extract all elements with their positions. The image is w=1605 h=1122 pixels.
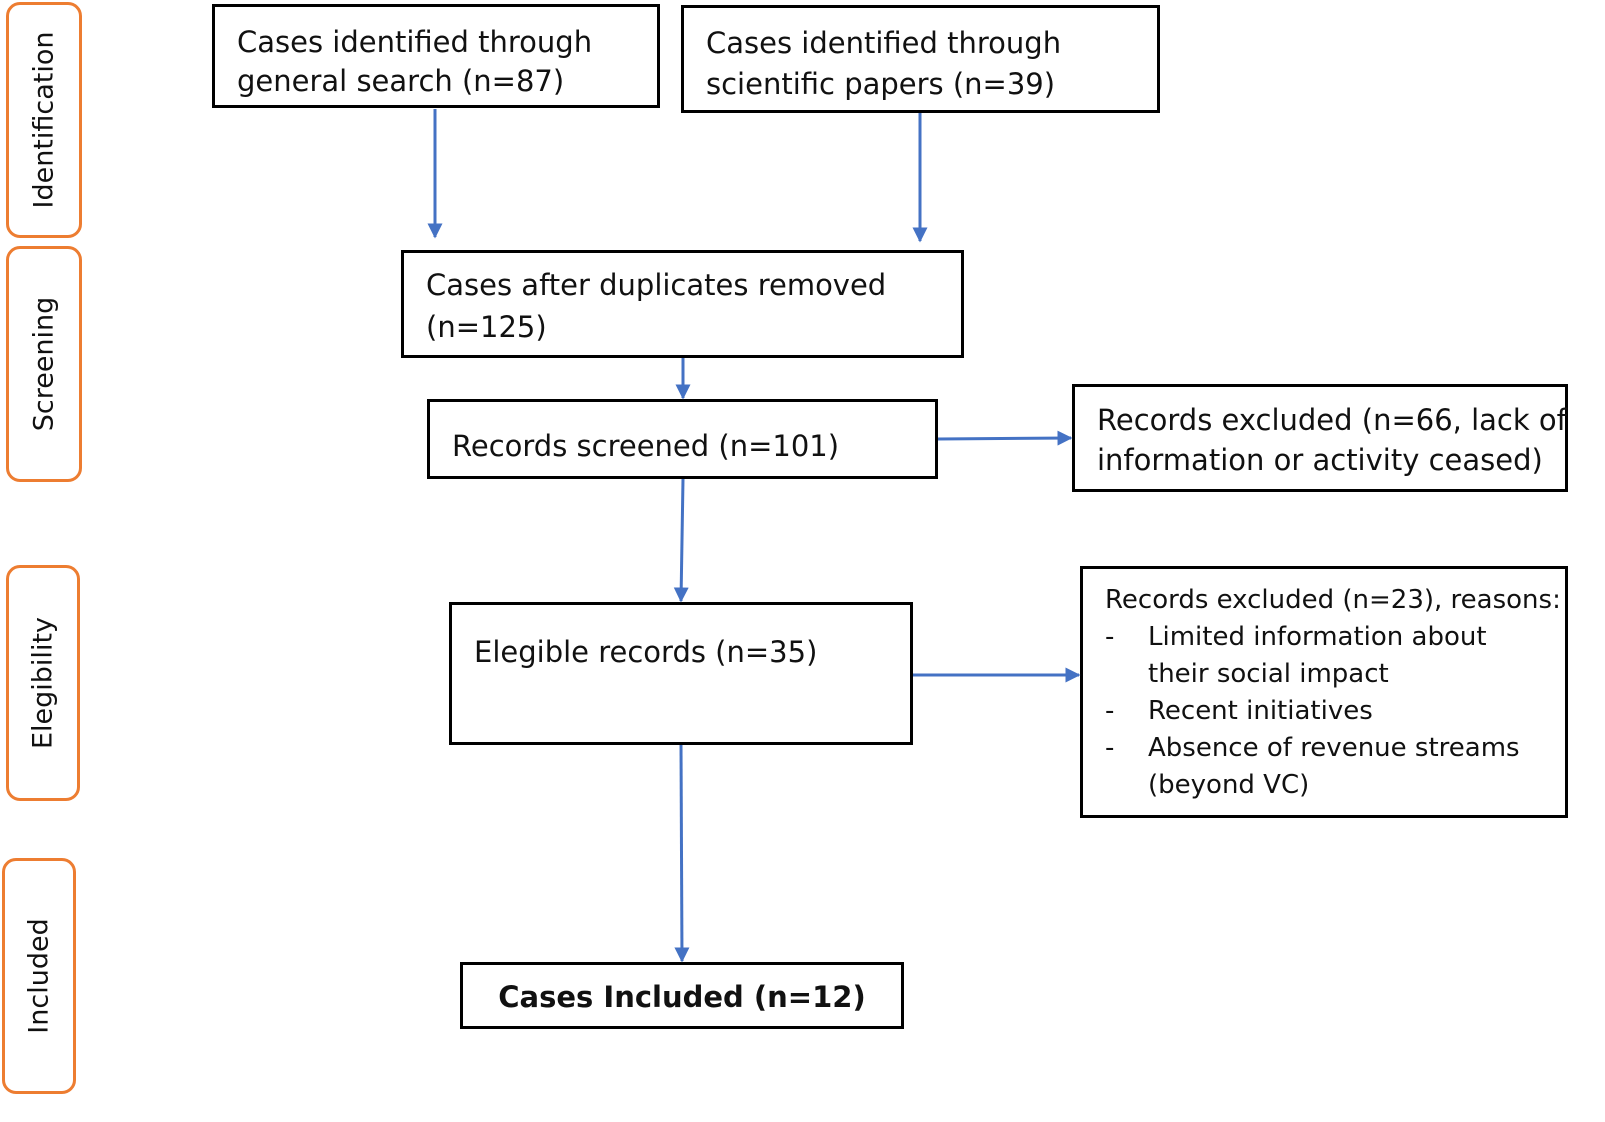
box-duplicates-removed-line-1: Cases after duplicates removed [426, 268, 887, 302]
phase-elegibility: Elegibility [6, 565, 80, 801]
phase-included: Included [2, 858, 76, 1094]
box-records-screened: Records screened (n=101) [427, 399, 938, 479]
box-general-search-line-1: Cases identified through [237, 25, 593, 59]
exclusion-reason-line: Recent initiatives [1148, 696, 1373, 726]
exclusion-reason: - Recent initiatives [1105, 693, 1520, 730]
exclusion-reasons-list: - Limited information about their social… [1105, 619, 1520, 804]
exclusion-reason-dash: - [1105, 696, 1115, 726]
exclusion-reason-line: Absence of revenue streams [1148, 733, 1520, 763]
box-cases-included: Cases Included (n=12) [460, 962, 904, 1029]
box-excluded-screening-line-1: Records excluded (n=66, lack of [1097, 403, 1567, 437]
box-duplicates-removed: Cases after duplicates removed (n=125) [401, 250, 964, 358]
phase-identification: Identification [6, 2, 82, 238]
box-scientific-papers: Cases identified through scientific pape… [681, 5, 1160, 113]
arrow-screened-to-elegible [673, 478, 689, 603]
phase-screening: Screening [6, 246, 82, 482]
box-scientific-papers-line-2: scientific papers (n=39) [706, 67, 1056, 101]
box-scientific-papers-line-1: Cases identified through [706, 26, 1062, 60]
exclusion-reason-line: their social impact [1148, 659, 1389, 689]
box-excluded-screening: Records excluded (n=66, lack of informat… [1072, 384, 1568, 492]
box-cases-included-label: Cases Included (n=12) [498, 980, 866, 1014]
box-excluded-eligibility: Records excluded (n=23), reasons: - Limi… [1080, 566, 1568, 818]
box-general-search: Cases identified through general search … [212, 4, 660, 108]
exclusion-reason: - Limited information about their social… [1105, 619, 1520, 693]
box-elegible-records: Elegible records (n=35) [449, 602, 913, 745]
arrow-elegible-to-included [674, 744, 690, 963]
exclusion-reason-dash: - [1105, 622, 1115, 652]
box-records-screened-label: Records screened (n=101) [452, 429, 840, 463]
box-duplicates-removed-line-2: (n=125) [426, 310, 547, 344]
exclusion-reason-line: (beyond VC) [1148, 770, 1310, 800]
box-excluded-eligibility-heading: Records excluded (n=23), reasons: [1105, 585, 1561, 615]
box-excluded-screening-line-2: information or activity ceased) [1097, 443, 1543, 477]
exclusion-reason: - Absence of revenue streams (beyond VC) [1105, 730, 1520, 804]
box-general-search-line-2: general search (n=87) [237, 64, 565, 98]
exclusion-reason-dash: - [1105, 733, 1115, 763]
exclusion-reason-line: Limited information about [1148, 622, 1487, 652]
box-elegible-records-label: Elegible records (n=35) [474, 635, 818, 669]
arrow-screened-to-excluded [937, 430, 1073, 446]
